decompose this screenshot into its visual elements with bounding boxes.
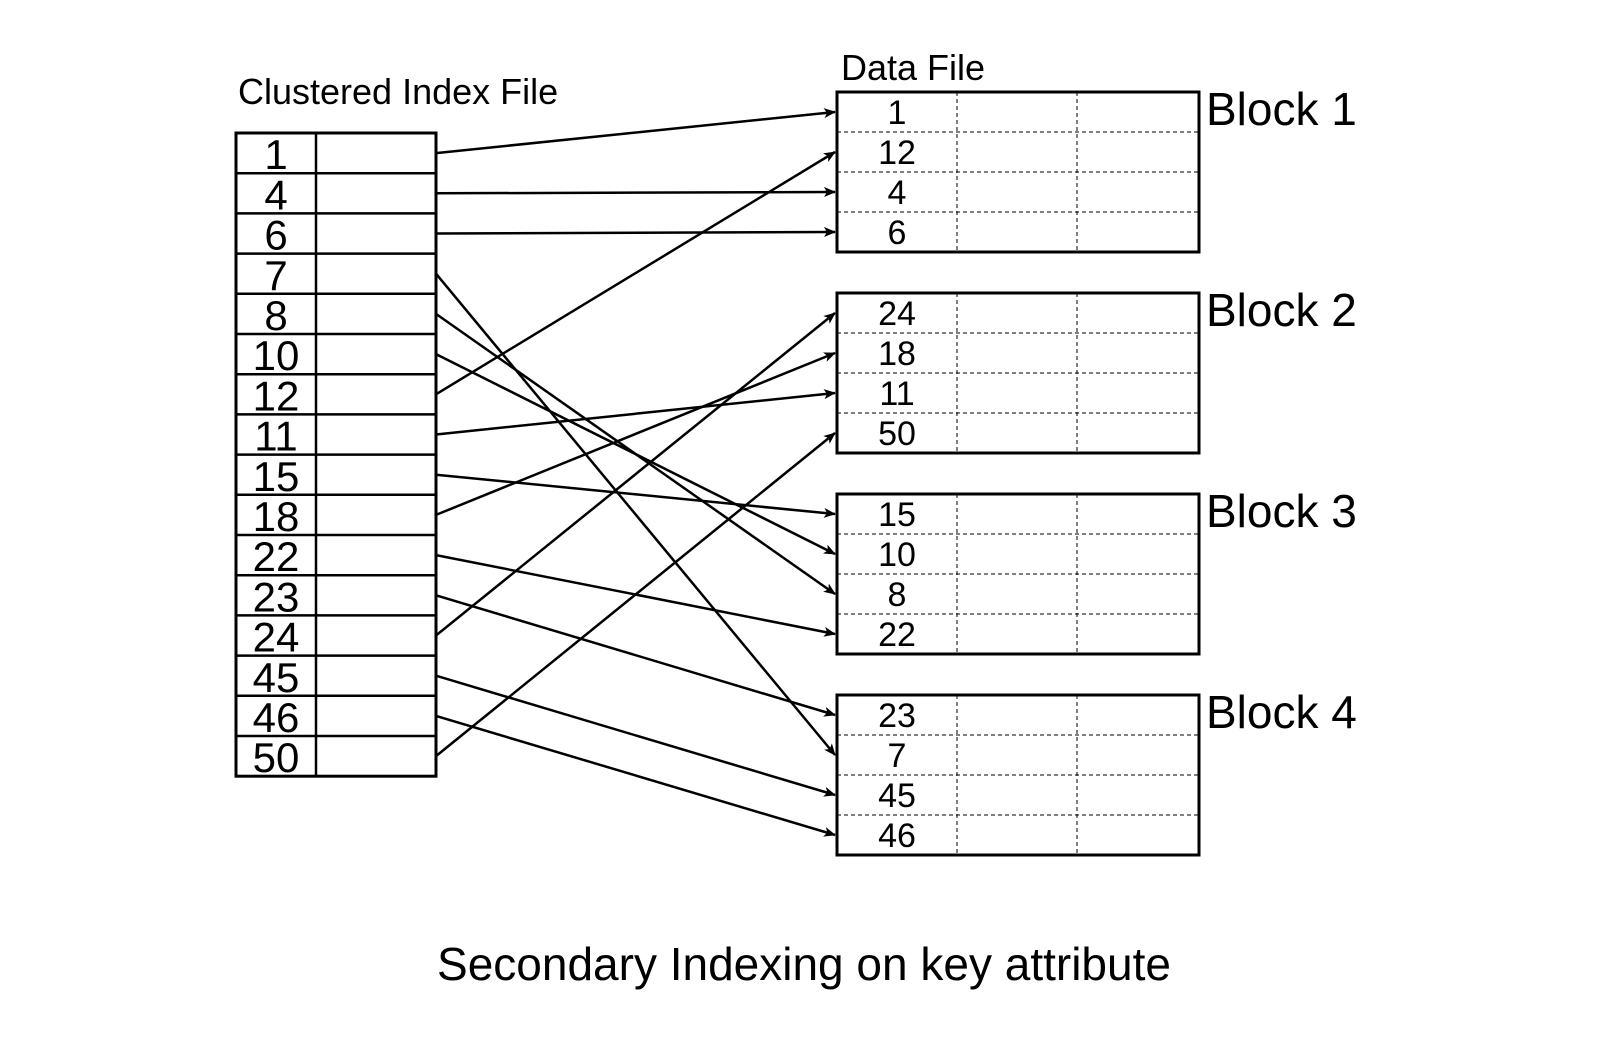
data-record-24: 24 [878,295,916,333]
pointer-arrow-4 [435,187,836,198]
data-record-22: 22 [878,616,916,654]
index-key-45: 45 [253,654,300,701]
block-label-1: Block 1 [1206,83,1357,135]
pointer-arrow-12 [435,150,836,396]
data-record-7: 7 [888,737,907,775]
index-key-11: 11 [254,413,298,460]
pointer-arrow-11 [435,389,836,436]
data-record-12: 12 [878,134,916,172]
data-record-10: 10 [878,536,916,574]
pointer-arrow-15 [435,473,836,518]
data-record-45: 45 [878,777,916,815]
diagram-caption: Secondary Indexing on key attribute [437,938,1171,990]
data-record-23: 23 [878,697,916,735]
index-key-6: 6 [264,212,287,259]
index-key-7: 7 [264,252,287,299]
pointer-arrow-18 [435,351,836,517]
data-record-1: 1 [888,94,907,132]
data-record-18: 18 [878,335,916,373]
index-key-1: 1 [264,131,287,178]
index-key-10: 10 [253,332,300,379]
data-record-8: 8 [888,576,907,614]
pointer-arrow-24 [435,312,836,637]
pointer-arrow-1 [435,108,836,155]
index-key-12: 12 [253,372,300,419]
data-record-11: 11 [879,375,914,413]
index-file-title: Clustered Index File [238,71,558,112]
index-key-24: 24 [253,614,300,661]
index-key-22: 22 [253,533,300,580]
data-file-title: Data File [841,47,985,88]
pointer-arrow-45 [435,674,836,797]
pointer-arrow-46 [435,714,836,837]
block-label-4: Block 4 [1206,686,1357,738]
index-key-4: 4 [264,171,287,218]
index-key-18: 18 [253,493,300,540]
pointer-arrow-50 [435,432,836,758]
pointer-arrow-7 [435,272,836,756]
block-label-3: Block 3 [1206,485,1357,537]
block-label-2: Block 2 [1206,284,1357,336]
data-record-6: 6 [888,214,907,252]
index-key-46: 46 [253,694,300,741]
pointer-arrow-10 [435,352,836,556]
data-record-50: 50 [878,415,916,453]
data-record-4: 4 [888,174,907,212]
data-record-15: 15 [878,496,916,534]
index-pointers [435,108,836,837]
data-record-46: 46 [878,817,916,855]
index-key-15: 15 [253,453,300,500]
index-key-23: 23 [253,573,300,620]
index-key-50: 50 [253,734,300,781]
pointer-arrow-23 [435,594,836,717]
index-key-8: 8 [264,292,287,339]
pointer-arrow-6 [435,227,836,238]
